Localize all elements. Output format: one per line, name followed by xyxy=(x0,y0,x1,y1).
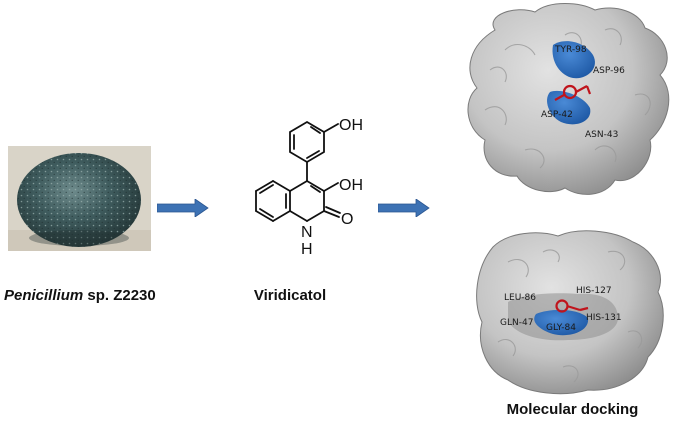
viridicatol-structure: OH OH O N H xyxy=(255,117,363,258)
culture-caption: Penicillium sp. Z2230 xyxy=(4,287,156,304)
compound-caption: Viridicatol xyxy=(253,287,327,304)
culture-photo xyxy=(8,146,151,251)
arrow-right-icon xyxy=(157,199,209,217)
hydrogen-label: H xyxy=(301,241,313,258)
hydroxyl-label: OH xyxy=(339,177,363,194)
hydroxyl-label: OH xyxy=(339,117,363,134)
residue-label: HIS-127 xyxy=(576,286,612,296)
docking-surface-bottom: LEU-86 HIS-127 GLN-47 GLY-84 HIS-131 xyxy=(476,230,664,395)
nitrogen-label: N xyxy=(301,224,313,241)
residue-label: ASP-42 xyxy=(541,110,573,120)
residue-label: TYR-98 xyxy=(554,45,587,55)
carbonyl-oxygen-label: O xyxy=(341,211,353,228)
docking-surface-top: TYR-98 ASP-96 ASP-42 ASN-43 xyxy=(467,3,670,195)
docking-caption: Molecular docking xyxy=(506,401,639,418)
residue-label: ASN-43 xyxy=(585,130,618,140)
residue-label: HIS-131 xyxy=(586,313,622,323)
residue-label: GLY-84 xyxy=(546,323,576,333)
arrow-right-icon xyxy=(378,199,430,217)
residue-label: LEU-86 xyxy=(504,293,536,303)
residue-label: ASP-96 xyxy=(593,66,625,76)
residue-label: GLN-47 xyxy=(500,318,533,328)
